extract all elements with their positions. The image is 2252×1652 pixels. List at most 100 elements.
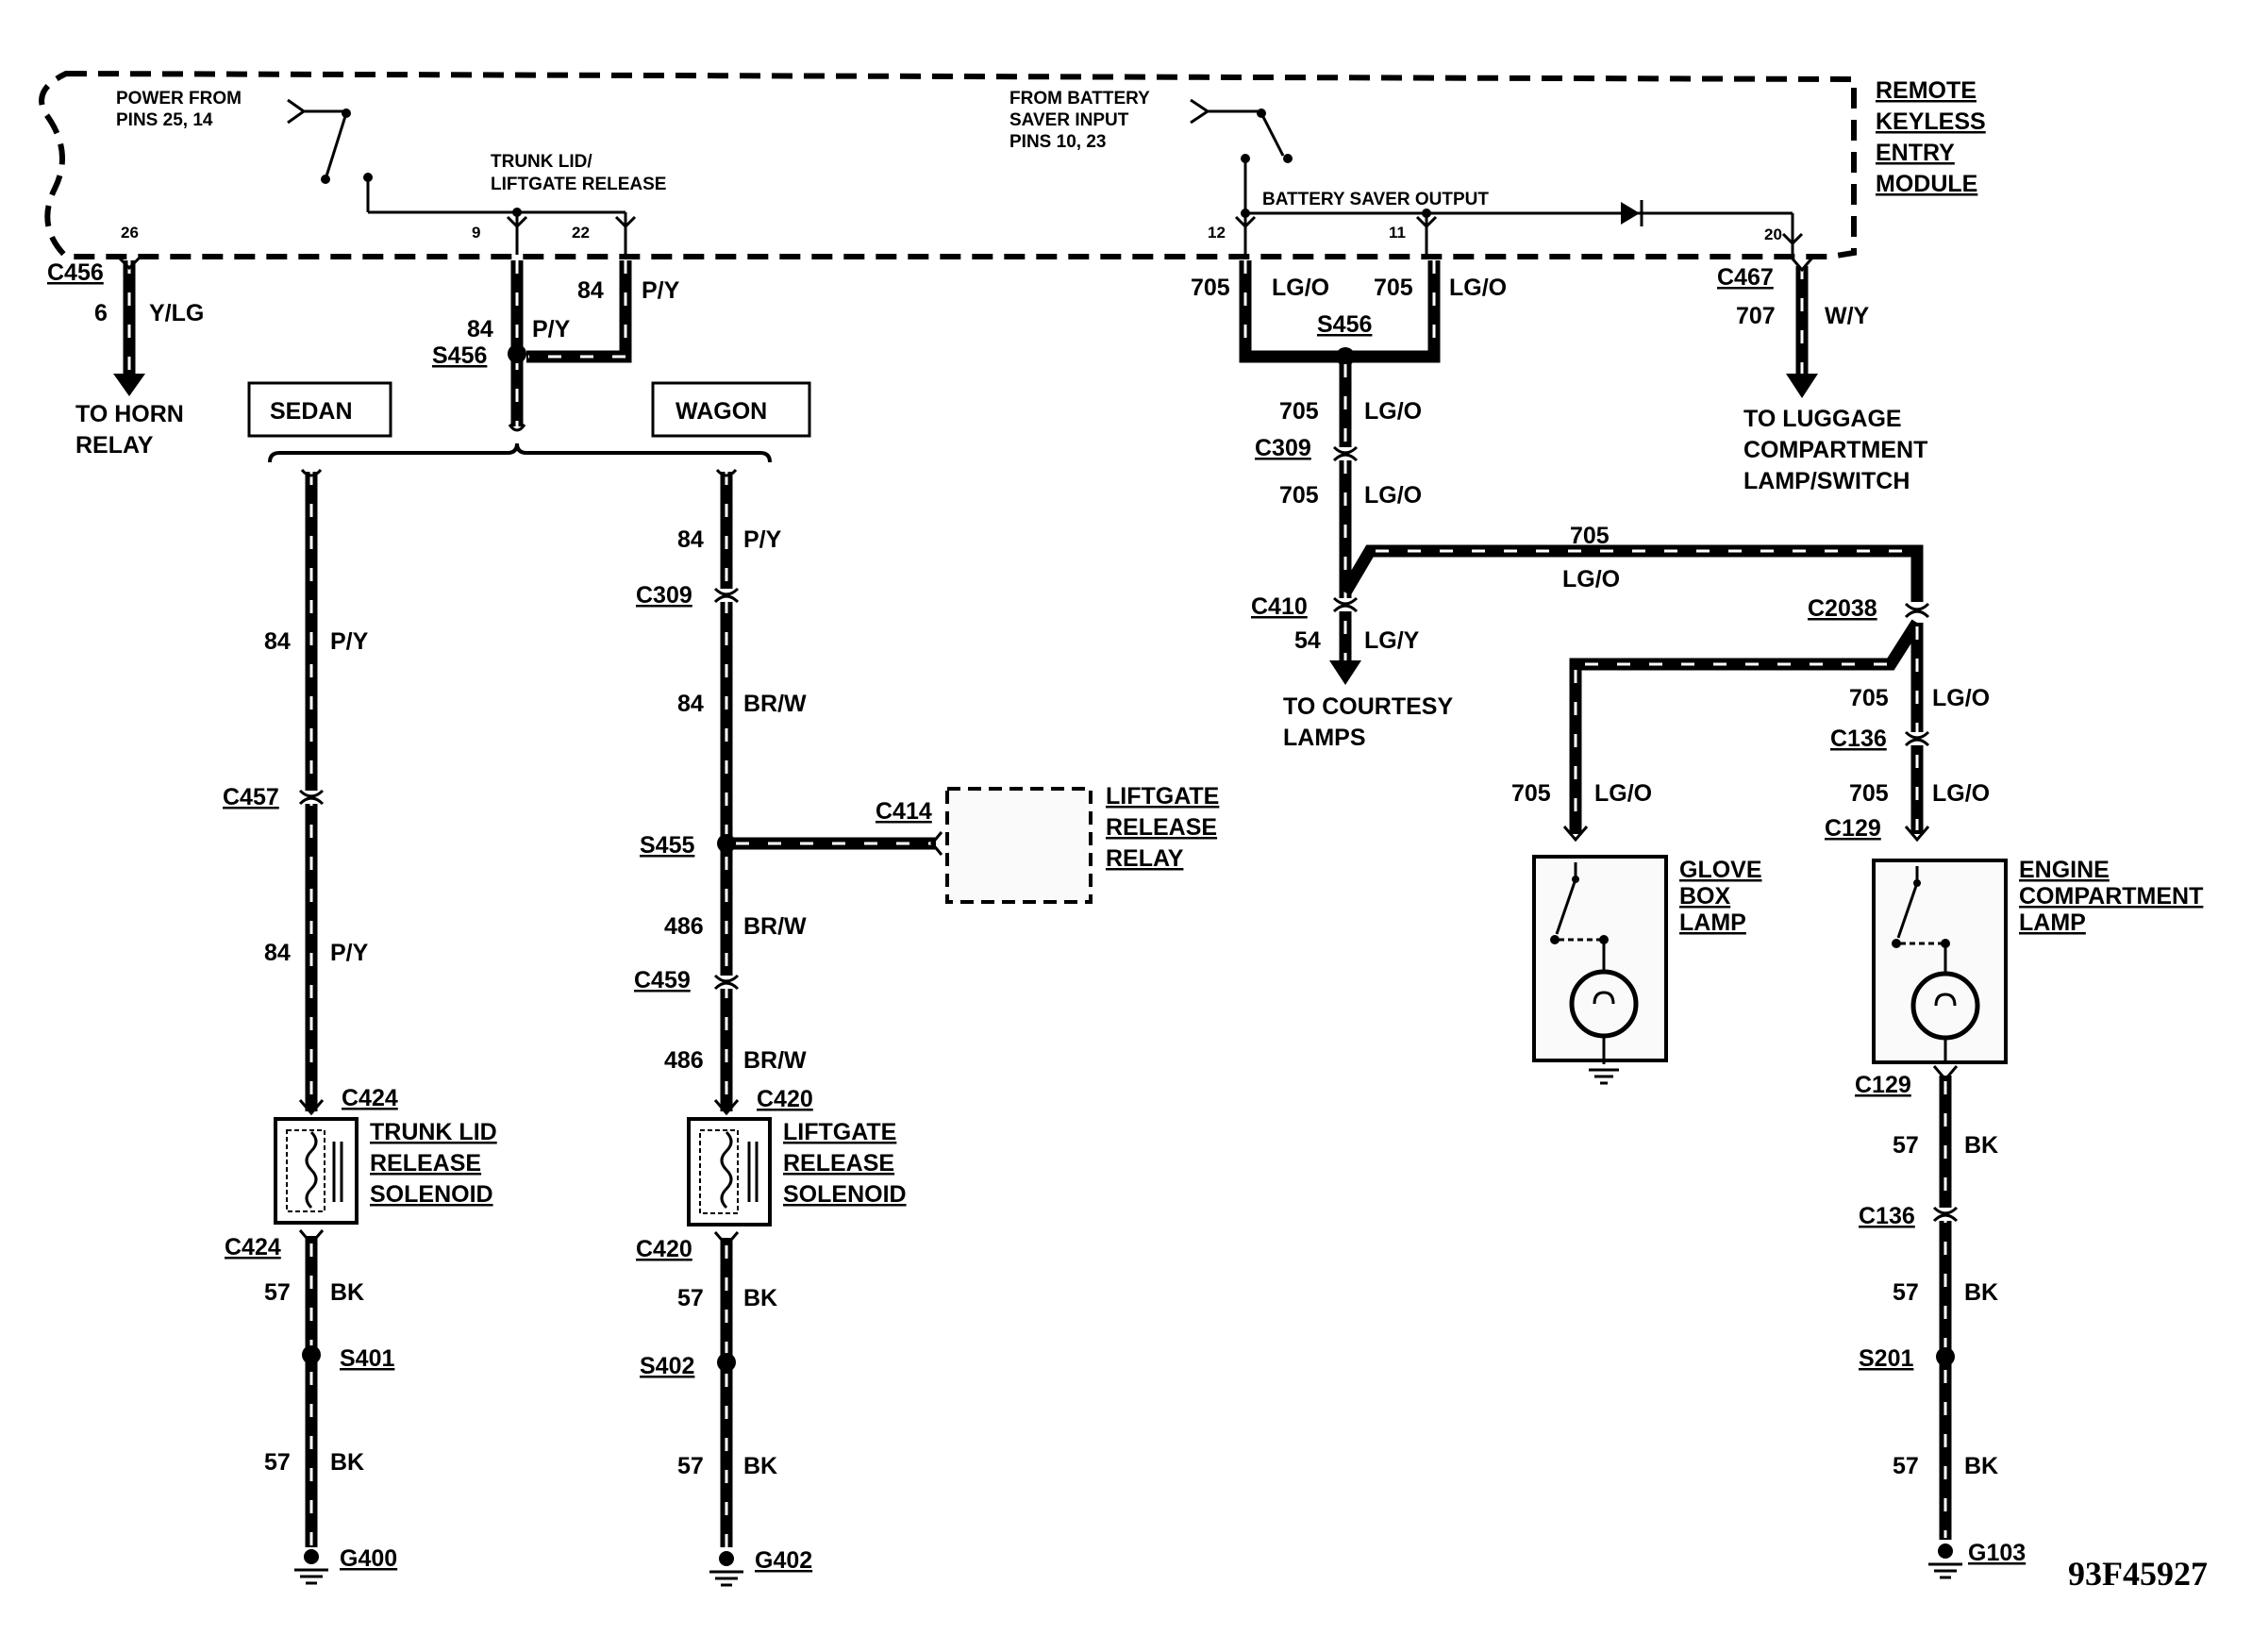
sedan-label: SEDAN <box>270 398 353 425</box>
svg-text:REMOTE: REMOTE <box>1876 77 1977 104</box>
courtesy-arrow-icon <box>1329 660 1361 685</box>
c424b-label: C424 <box>225 1234 281 1260</box>
w705h-num: 705 <box>1511 780 1551 807</box>
trunk-solenoid-label-3: SOLENOID <box>370 1181 493 1208</box>
s455-label: S455 <box>640 832 694 859</box>
w705a-color: LG/O <box>1272 275 1329 301</box>
wagon-label: WAGON <box>676 398 767 425</box>
c410-label: C410 <box>1251 593 1308 620</box>
w705c-num: 705 <box>1279 398 1319 425</box>
glove-box-label: GLOVE <box>1679 857 1762 883</box>
module-title: REMOTE KEYLESS ENTRY MODULE <box>1876 77 1986 197</box>
trunk-solenoid-label-2: RELEASE <box>370 1150 481 1176</box>
horn-relay-label: TO HORN <box>75 401 184 427</box>
trunk-solenoid-icon <box>274 1117 359 1225</box>
module-pins: 26 9 22 12 11 20 <box>121 224 1782 243</box>
horn-relay-label-2: RELAY <box>75 432 154 459</box>
variant-brace <box>268 442 772 463</box>
trunk-solenoid-label: TRUNK LID <box>370 1119 497 1145</box>
glove-box-label-3: LAMP <box>1679 909 1746 936</box>
w54-color: LG/Y <box>1364 627 1420 654</box>
w57e1-num: 57 <box>1893 1132 1919 1159</box>
w84w1-color: P/Y <box>743 526 782 553</box>
w6-num: 6 <box>94 300 108 326</box>
c457-label: C457 <box>223 784 279 810</box>
w84w2-num: 84 <box>677 691 704 717</box>
w705g-color: LG/O <box>1932 780 1990 807</box>
w705f-color: LG/O <box>1932 685 1990 711</box>
svg-text:20: 20 <box>1764 225 1782 243</box>
c414-label: C414 <box>876 798 932 825</box>
c129a-label: C129 <box>1825 815 1881 842</box>
w84w1-num: 84 <box>677 526 704 553</box>
liftgate-relay-label-2: RELEASE <box>1106 814 1217 841</box>
w57e1-color: BK <box>1964 1132 1998 1159</box>
w707-color: W/Y <box>1825 303 1870 329</box>
liftgate-solenoid-label-2: RELEASE <box>783 1150 894 1176</box>
w84w2-color: BR/W <box>743 691 807 717</box>
w84s1-color: P/Y <box>330 628 369 655</box>
w84s1-num: 84 <box>264 628 291 655</box>
c459-label: C459 <box>634 967 691 993</box>
ground-g400-icon <box>294 1549 328 1585</box>
svg-text:SAVER INPUT: SAVER INPUT <box>1009 110 1129 130</box>
s456b-label: S456 <box>1317 311 1372 338</box>
w486b-color: BR/W <box>743 1047 807 1074</box>
liftgate-solenoid-label: LIFTGATE <box>783 1119 896 1145</box>
w486a-color: BR/W <box>743 913 807 940</box>
w84b-num: 84 <box>467 316 493 342</box>
w705b-color: LG/O <box>1449 275 1507 301</box>
w705a-num: 705 <box>1191 275 1230 301</box>
horn-arrow-icon <box>113 374 145 396</box>
w84s2-color: P/Y <box>330 940 369 966</box>
svg-text:11: 11 <box>1389 224 1406 242</box>
glove-box-lamp-icon <box>1532 855 1668 1085</box>
w486a-num: 486 <box>664 913 704 940</box>
w57e2-color: BK <box>1964 1279 1998 1306</box>
wagon-box <box>651 381 811 438</box>
g400-label: G400 <box>340 1545 397 1572</box>
svg-text:POWER FROM: POWER FROM <box>116 89 242 108</box>
engine-compartment-lamp-icon <box>1872 859 2008 1064</box>
c456-label: C456 <box>47 259 104 286</box>
w57s1-color: BK <box>330 1279 364 1306</box>
w57e3-num: 57 <box>1893 1453 1919 1479</box>
power-switch: POWER FROM PINS 25, 14 <box>116 89 626 214</box>
ground-g103-icon <box>1928 1544 1962 1579</box>
w705d-num: 705 <box>1279 482 1319 509</box>
liftgate-solenoid-label-3: SOLENOID <box>783 1181 907 1208</box>
w84a-num: 84 <box>577 277 604 304</box>
svg-text:12: 12 <box>1208 224 1226 242</box>
luggage-arrow-icon <box>1786 374 1818 398</box>
svg-text:LIFTGATE RELEASE: LIFTGATE RELEASE <box>491 175 666 194</box>
g103-label: G103 <box>1968 1540 2026 1566</box>
c467-label: C467 <box>1717 264 1774 291</box>
luggage-label-2: COMPARTMENT <box>1743 437 1927 463</box>
luggage-label-3: LAMP/SWITCH <box>1743 468 1910 494</box>
diode-icon <box>1621 200 1643 226</box>
liftgate-relay-label: LIFTGATE <box>1106 783 1219 809</box>
w486b-num: 486 <box>664 1047 704 1074</box>
figure-id: 93F45927 <box>2068 1555 2208 1593</box>
svg-text:KEYLESS: KEYLESS <box>1876 108 1986 135</box>
w705c-color: LG/O <box>1364 398 1422 425</box>
c309a-label: C309 <box>636 582 692 609</box>
w57e2-num: 57 <box>1893 1279 1919 1306</box>
w57s1-num: 57 <box>264 1279 291 1306</box>
engine-lamp-label-3: LAMP <box>2019 909 2086 936</box>
courtesy-label: TO COURTESY <box>1283 693 1453 720</box>
sedan-box <box>247 381 392 438</box>
w705f-num: 705 <box>1849 685 1889 711</box>
c420b-label: C420 <box>636 1236 692 1262</box>
module-outline <box>39 70 1857 259</box>
w57w2-num: 57 <box>677 1453 704 1479</box>
w57w1-color: BK <box>743 1285 777 1311</box>
w57e3-color: BK <box>1964 1453 1998 1479</box>
liftgate-relay-box <box>945 787 1093 904</box>
svg-text:MODULE: MODULE <box>1876 171 1977 197</box>
w705g-num: 705 <box>1849 780 1889 807</box>
c136a-label: C136 <box>1830 726 1887 752</box>
svg-text:FROM BATTERY: FROM BATTERY <box>1009 89 1150 108</box>
s401-label: S401 <box>340 1345 394 1372</box>
